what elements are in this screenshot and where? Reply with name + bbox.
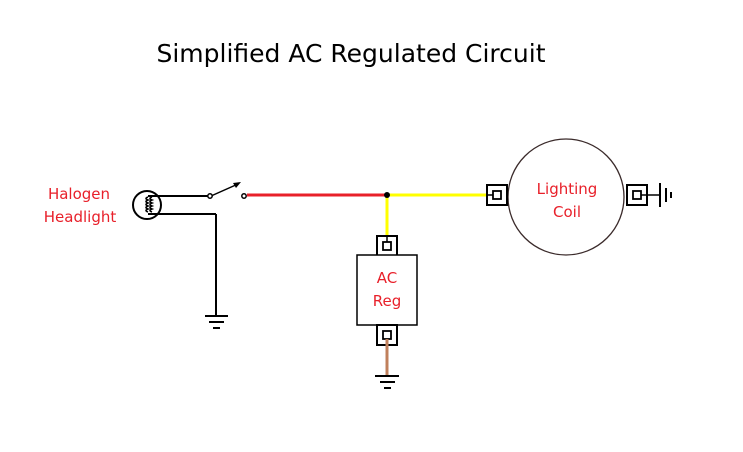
- junction-dot: [384, 192, 390, 198]
- ac-regulator-label-line1: AC: [377, 269, 397, 287]
- connector-icon: [376, 235, 398, 257]
- headlight-label-line2: Headlight: [44, 208, 117, 226]
- ground-icon: [659, 183, 672, 207]
- switch-icon: [207, 182, 247, 199]
- headlight-label-line1: Halogen: [48, 185, 110, 203]
- lighting-coil-label-line2: Coil: [553, 203, 581, 221]
- connector-icon: [626, 184, 660, 206]
- ground-icon: [205, 315, 228, 329]
- ac-regulator-label-line2: Reg: [373, 292, 402, 310]
- diagram-title: Simplified AC Regulated Circuit: [156, 39, 545, 68]
- lighting-coil-label-line1: Lighting: [537, 180, 598, 198]
- ac-regulator-box: [356, 254, 418, 326]
- ground-icon: [375, 375, 399, 389]
- connector-icon: [486, 184, 508, 206]
- halogen-lamp-icon: [132, 190, 216, 220]
- headlight-label: Halogen Headlight: [44, 185, 117, 226]
